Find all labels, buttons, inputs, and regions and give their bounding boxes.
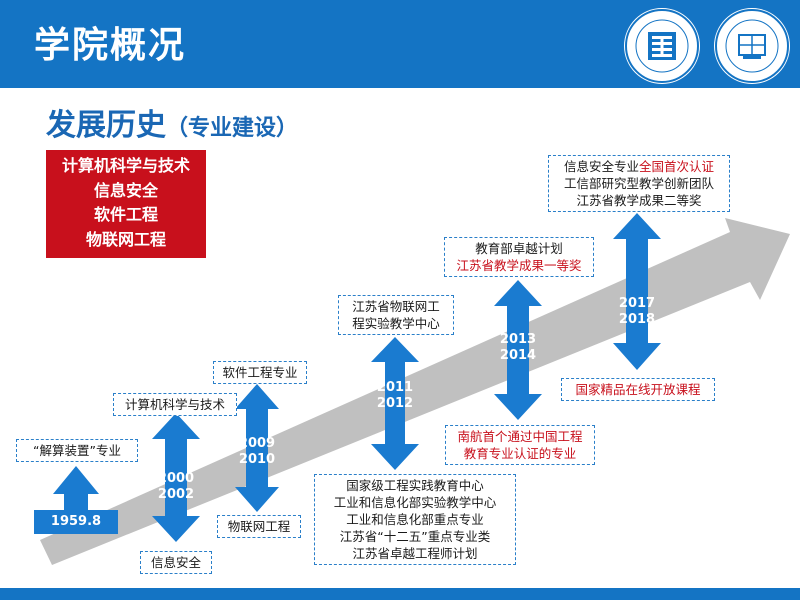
milestone-2011-below-line: 国家级工程实践教育中心 [346,478,484,493]
arrow-double-2009 [235,384,279,512]
major-item: 物联网工程 [85,229,166,249]
milestone-2011-above: 江苏省物联网工 程实验教学中心 [338,295,454,335]
year-2013: 2013 [499,332,537,347]
milestone-2000-above: 计算机科学与技术 [113,393,237,416]
year-2012: 2012 [376,396,414,411]
major-item: 计算机科学与技术 [61,156,190,175]
milestone-2011-above-line: 江苏省物联网工 [352,299,440,314]
section-title-text: 发展历史 [46,108,166,143]
milestone-1959-label: “解算装置”专业 [16,439,138,462]
year-2010: 2010 [238,452,276,467]
milestone-2017-below: 国家精品在线开放课程 [561,378,715,401]
milestone-2017-prefix: 信息安全专业 [563,159,639,174]
milestone-2011-below-line: 江苏省卓越工程师计划 [352,546,478,561]
milestone-2017-above-line: 江苏省教学成果二等奖 [576,193,702,208]
milestone-2009-above: 软件工程专业 [213,361,307,384]
milestone-2013-below: 南航首个通过中国工程 教育专业认证的专业 [445,425,595,465]
major-item: 信息安全 [93,180,158,200]
header-bar: 学院概况 [0,0,800,88]
milestone-2011-below: 国家级工程实践教育中心 工业和信息化部实验教学中心 工业和信息化部重点专业 江苏… [314,474,516,565]
milestone-2017-above: 信息安全专业全国首次认证 工信部研究型教学创新团队 江苏省教学成果二等奖 [548,155,730,212]
year-2009: 2009 [238,436,276,451]
milestone-2013-above: 教育部卓越计划 江苏省教学成果一等奖 [444,237,594,277]
milestone-2017-highlight: 全国首次认证 [639,159,715,174]
milestone-2013-above-line: 教育部卓越计划 [475,241,563,256]
trend-arrow [40,218,790,565]
arrow-up-1959 [53,466,99,512]
milestone-2013-below-line: 教育专业认证的专业 [463,446,577,461]
year-1959: 1959.8 [50,514,102,529]
milestone-2011-below-line: 工业和信息化部实验教学中心 [333,495,497,510]
milestone-2017-above-line: 工信部研究型教学创新团队 [563,176,714,191]
year-box-1959 [34,510,118,534]
ccst-logo [624,8,700,84]
milestone-2011-below-line: 工业和信息化部重点专业 [346,512,484,527]
arrow-double-2011 [371,337,419,470]
year-2011: 2011 [376,380,414,395]
ai-logo [714,8,790,84]
year-2014: 2014 [499,348,537,363]
year-2002: 2002 [157,487,195,502]
arrow-double-2017 [613,213,661,370]
milestone-2013-below-line: 南航首个通过中国工程 [457,429,583,444]
milestone-2013-above-line: 江苏省教学成果一等奖 [456,258,582,273]
arrow-double-2013 [494,280,542,420]
year-2000: 2000 [157,471,195,486]
page-title: 学院概况 [34,25,187,66]
milestone-2011-below-line: 江苏省“十二五”重点专业类 [339,529,491,544]
milestone-2017-above-line: 信息安全专业全国首次认证 [553,158,725,175]
year-2009-block: 2009 2010 [234,436,280,468]
majors-box: 计算机科学与技术 信息安全 软件工程 物联网工程 [46,150,206,258]
year-2013-block: 2013 2014 [494,332,542,364]
year-2018: 2018 [618,312,656,327]
section-subtitle: （专业建设） [166,116,299,141]
year-2017-block: 2017 2018 [613,296,661,328]
milestone-2009-below: 物联网工程 [217,515,301,538]
major-item: 软件工程 [93,205,158,224]
milestone-2011-above-line: 程实验教学中心 [352,316,440,331]
year-2011-block: 2011 2012 [371,380,419,412]
arrow-double-2000 [152,413,200,542]
year-2000-block: 2000 2002 [152,471,200,503]
footer-bar [0,588,800,600]
milestone-2000-below: 信息安全 [140,551,212,574]
section-title: 发展历史（专业建设） [46,100,298,144]
year-2017: 2017 [618,296,656,311]
